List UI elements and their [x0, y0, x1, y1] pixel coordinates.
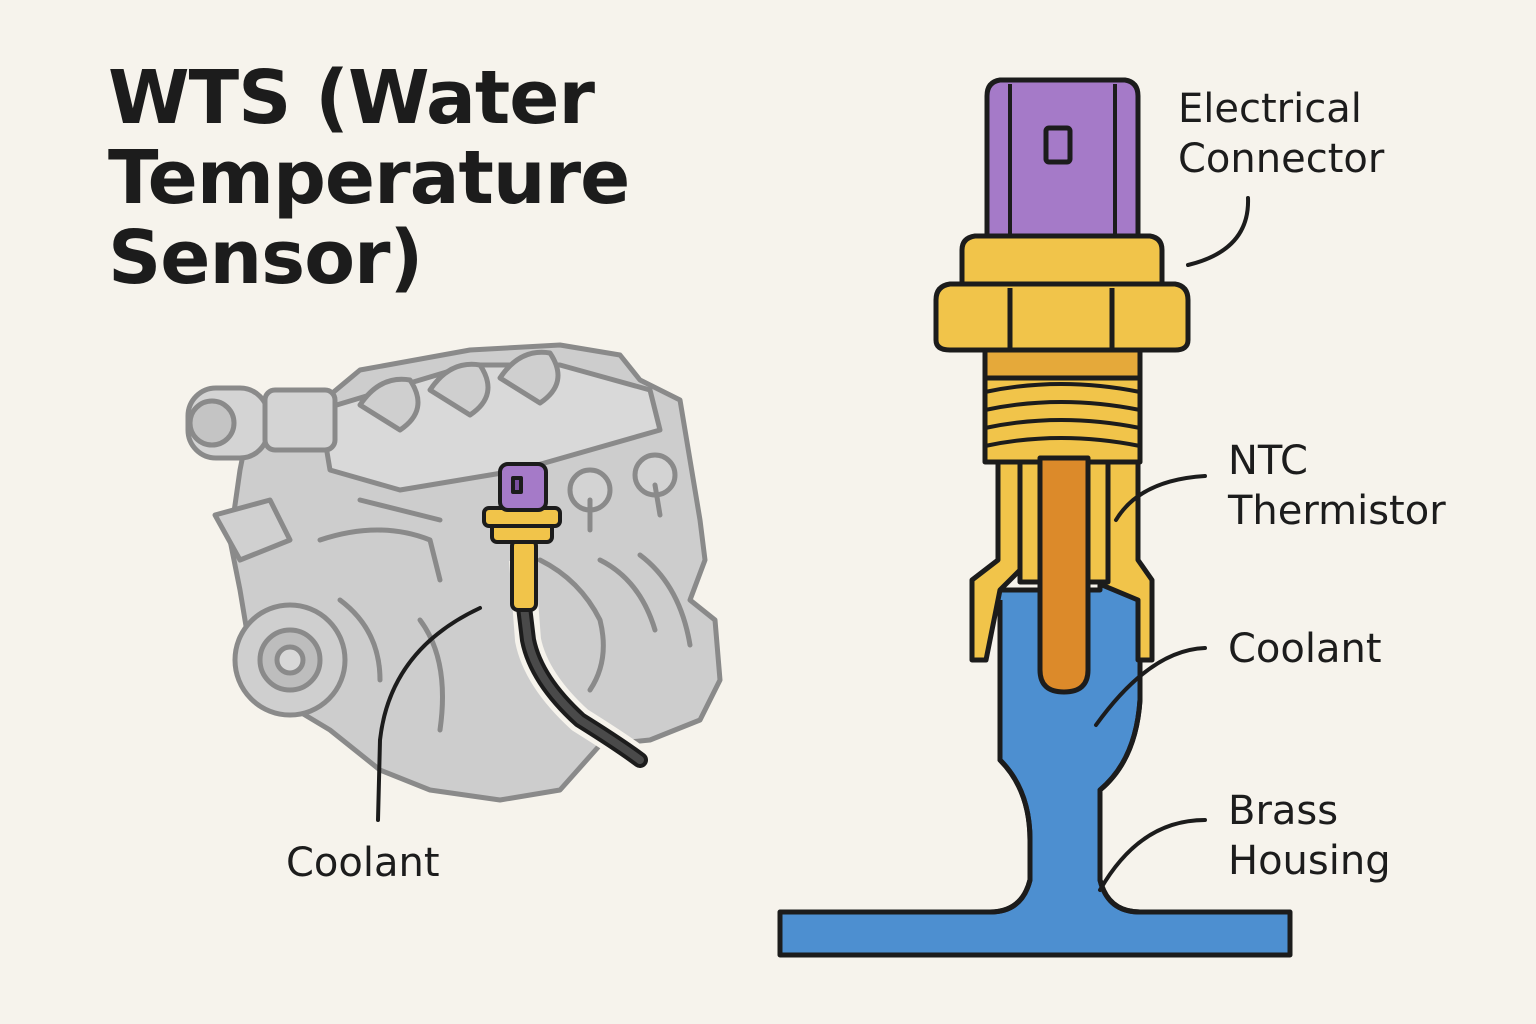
engine-sensor [482, 462, 648, 771]
sensor-cross-section [777, 77, 1293, 958]
leader-electrical-connector [1186, 196, 1251, 267]
hex-nut [933, 281, 1191, 353]
callout-coolant: Coolant [1228, 624, 1382, 674]
engine-leader-line [376, 606, 482, 822]
engine-coolant-label: Coolant [286, 840, 440, 886]
upper-collar [959, 233, 1165, 287]
callout-ntc-thermistor-line-1: NTC [1228, 438, 1308, 484]
leader-ntc-thermistor [1114, 474, 1207, 522]
title-line-2: Temperature [108, 135, 630, 221]
callout-electrical-connector-line-2: Connector [1178, 136, 1385, 182]
engine-illustration [185, 342, 723, 803]
callout-brass-housing-line-2: Housing [1228, 838, 1391, 884]
callout-electrical-connector: Electrical Connector [1178, 84, 1384, 184]
callout-lines [1094, 196, 1251, 892]
coolant-fluid [777, 573, 1293, 958]
callout-brass-housing: Brass Housing [1228, 786, 1391, 886]
callout-coolant-line-1: Coolant [1228, 626, 1382, 672]
ntc-thermistor [1037, 455, 1091, 695]
title-line-1: WTS (Water [108, 55, 595, 141]
callout-electrical-connector-line-1: Electrical [1178, 86, 1362, 132]
callout-ntc-thermistor: NTC Thermistor [1228, 436, 1446, 536]
diagram-title: WTS (Water Temperature Sensor) [108, 55, 630, 301]
leader-brass-housing [1098, 818, 1207, 892]
callout-ntc-thermistor-line-2: Thermistor [1228, 488, 1446, 534]
callout-brass-housing-line-1: Brass [1228, 788, 1339, 834]
title-line-3: Sensor) [108, 215, 423, 301]
leader-coolant [1094, 646, 1207, 727]
